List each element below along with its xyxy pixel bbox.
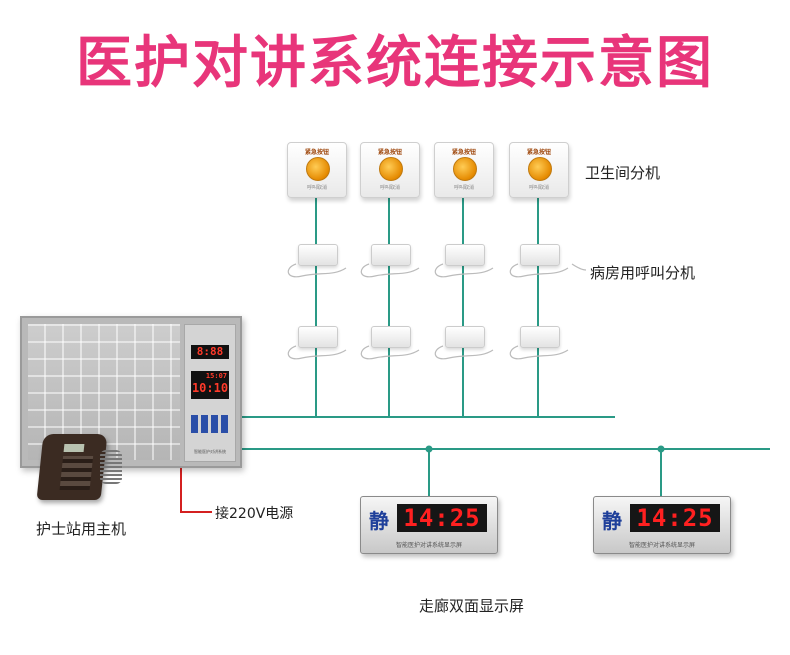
ward-handset-icon	[445, 326, 485, 348]
bathroom-button-text: 紧急按钮	[377, 149, 402, 156]
call-knob-icon	[306, 157, 330, 181]
display-status: 静	[369, 509, 389, 533]
diagram-title: 医护对讲系统连接示意图	[76, 31, 714, 96]
junction-dot-1	[425, 445, 433, 453]
corridor-display-2: 静 14:25 智能医护对讲系统显示屏	[593, 496, 731, 554]
call-knob-icon	[379, 157, 403, 181]
host-keypad-icon	[191, 415, 229, 433]
bathroom-button-text: 紧急按钮	[451, 149, 476, 156]
ward-handset-icon	[520, 326, 560, 348]
junction-dot-2	[657, 445, 665, 453]
host-label: 护士站用主机	[36, 520, 127, 538]
ward-unit-label: 病房用呼叫分机	[590, 264, 696, 282]
phone-keypad-icon	[59, 456, 94, 490]
ward-handset-icon	[298, 326, 338, 348]
bathroom-call-button-4: 紧急按钮 呼叫取消	[509, 142, 569, 198]
host-led-clock: 15:07 10:10	[191, 371, 229, 399]
bathroom-button-text: 紧急按钮	[304, 149, 329, 156]
bathroom-call-button-3: 紧急按钮 呼叫取消	[434, 142, 494, 198]
display-caption: 智能医护对讲系统显示屏	[395, 542, 462, 549]
bathroom-button-text: 紧急按钮	[526, 149, 551, 156]
host-led-small: 15:07	[205, 372, 227, 380]
call-knob-icon	[528, 157, 552, 181]
ward-handset-icon	[520, 244, 560, 266]
host-caption: 智能医护对讲系统	[194, 449, 226, 454]
bathroom-unit-label: 卫生间分机	[585, 164, 661, 182]
display-time: 14:25	[397, 504, 487, 532]
ward-handset-icon	[445, 244, 485, 266]
phone-cord-icon	[100, 450, 122, 484]
ward-label-leader	[571, 263, 587, 271]
ward-handset-icon	[298, 244, 338, 266]
host-control-panel: 8:88 15:07 10:10 智能医护对讲系统	[184, 324, 236, 462]
display-status: 静	[602, 509, 622, 533]
corridor-display-label: 走廊双面显示屏	[419, 597, 525, 615]
corridor-display-1: 静 14:25 智能医护对讲系统显示屏	[360, 496, 498, 554]
host-led-top: 8:88	[191, 345, 229, 359]
phone-screen	[63, 444, 85, 452]
bathroom-call-button-2: 紧急按钮 呼叫取消	[360, 142, 420, 198]
bathroom-sub-text: 呼叫取消	[306, 185, 327, 191]
display-caption: 智能医护对讲系统显示屏	[628, 542, 695, 549]
bathroom-sub-text: 呼叫取消	[528, 185, 549, 191]
bathroom-call-button-1: 紧急按钮 呼叫取消	[287, 142, 347, 198]
power-wire	[180, 466, 212, 513]
ward-handset-icon	[371, 326, 411, 348]
display-time: 14:25	[630, 504, 720, 532]
call-knob-icon	[453, 157, 477, 181]
ward-handset-icon	[371, 244, 411, 266]
power-label: 接220V电源	[215, 506, 294, 522]
bathroom-sub-text: 呼叫取消	[379, 185, 400, 191]
host-led-time: 10:10	[191, 381, 229, 395]
telephone-icon	[36, 434, 108, 500]
bathroom-sub-text: 呼叫取消	[453, 185, 474, 191]
